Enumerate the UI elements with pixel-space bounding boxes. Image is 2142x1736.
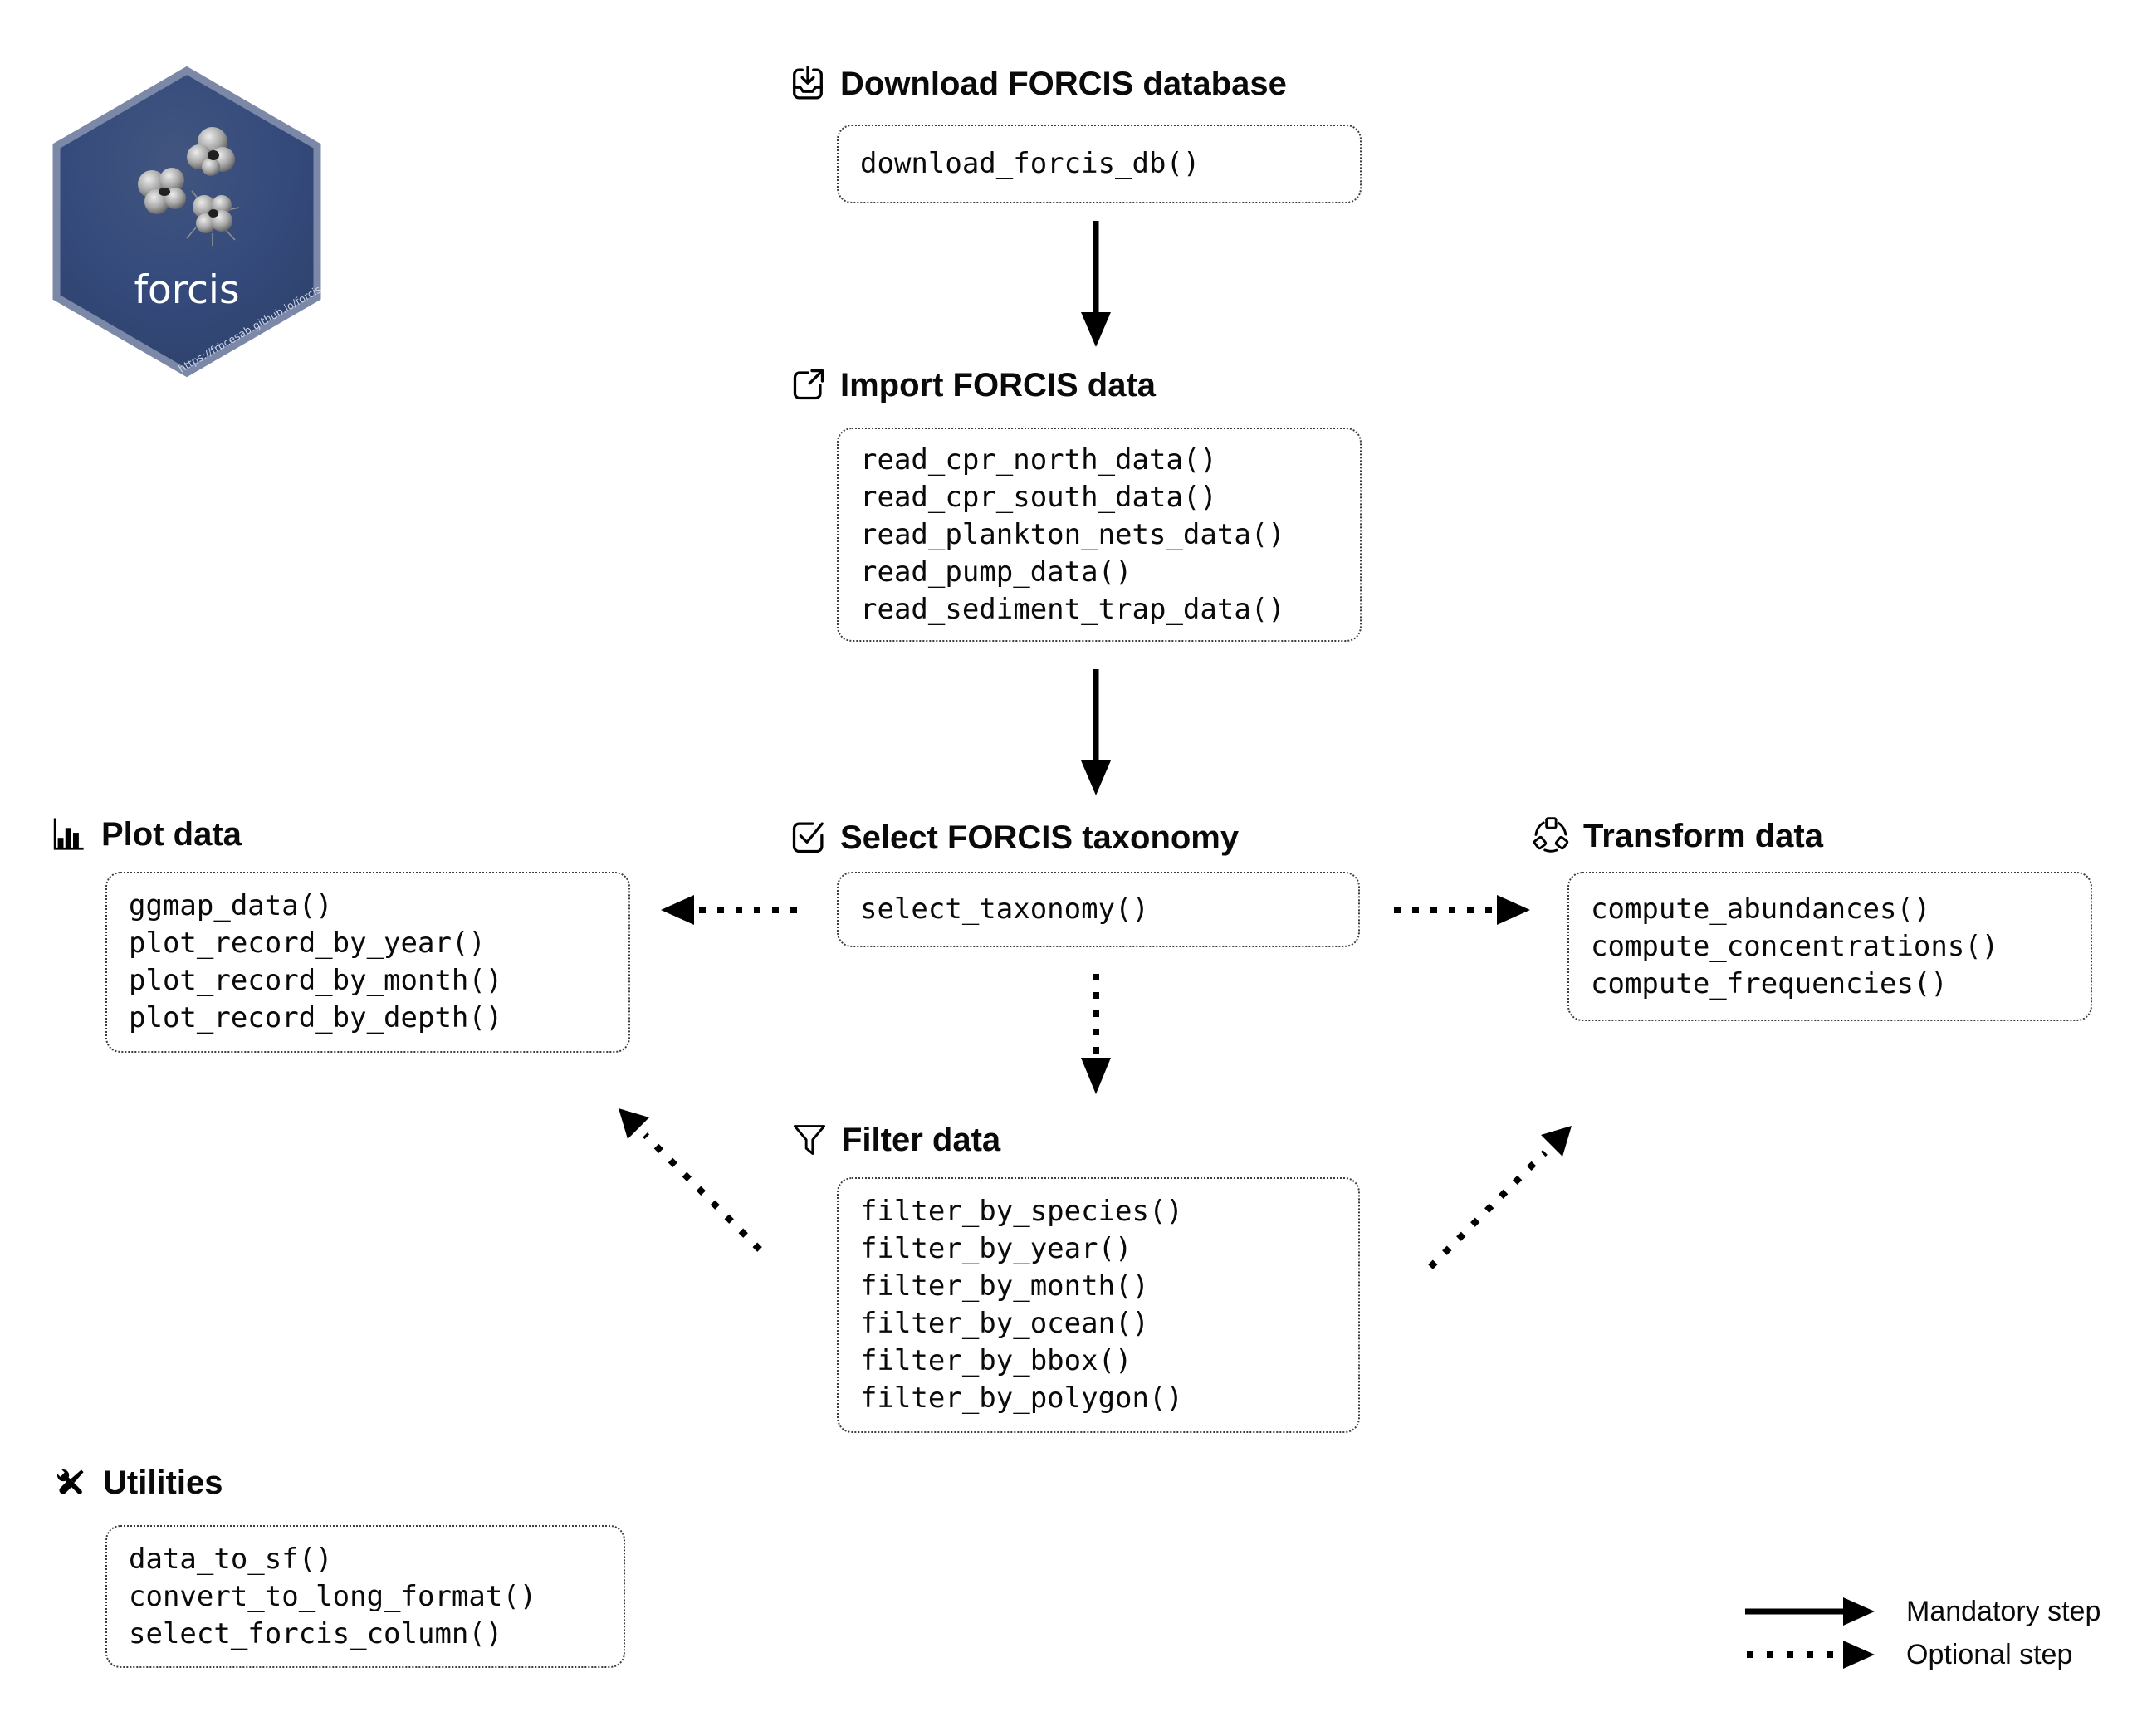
select-function-box: select_taxonomy() <box>837 872 1360 947</box>
import-function-box: read_cpr_north_data() read_cpr_south_dat… <box>837 428 1362 642</box>
legend-optional-label: Optional step <box>1906 1639 2073 1670</box>
optional-arrow-filter-to-plot <box>619 1108 762 1252</box>
function-label: compute_abundances() <box>1591 892 1931 926</box>
function-label: data_to_sf() <box>129 1542 333 1576</box>
function-label: select_taxonomy() <box>860 892 1149 926</box>
utilities-function-box: data_to_sf() convert_to_long_format() se… <box>105 1525 625 1668</box>
utilities-section-header: Utilities <box>51 1464 223 1502</box>
function-label: read_pump_data() <box>860 555 1132 589</box>
filter-function-box: filter_by_species() filter_by_year() fil… <box>837 1177 1360 1433</box>
transform-section-title: Transform data <box>1583 817 1823 854</box>
transform-function-box: compute_abundances() compute_concentrati… <box>1567 872 2092 1021</box>
function-label: read_cpr_north_data() <box>860 443 1217 477</box>
plot-section-header: Plot data <box>50 815 242 853</box>
select-section-header: Select FORCIS taxonomy <box>789 819 1239 857</box>
legend-mandatory-label: Mandatory step <box>1906 1596 2101 1627</box>
funnel-icon <box>793 1125 826 1155</box>
utilities-section-title: Utilities <box>103 1464 223 1501</box>
function-label: download_forcis_db() <box>860 147 1201 180</box>
function-label: read_plankton_nets_data() <box>860 517 1285 551</box>
plot-function-box: ggmap_data() plot_record_by_year() plot_… <box>105 872 630 1053</box>
transform-section-header: Transform data <box>1532 817 1823 855</box>
filter-section-title: Filter data <box>842 1121 1001 1158</box>
tray-download-icon <box>793 66 823 100</box>
foram-image-1 <box>187 127 235 176</box>
transform-icon <box>1533 817 1569 853</box>
foram-image-2 <box>138 168 186 214</box>
mandatory-arrow-download-to-import <box>1081 221 1111 347</box>
function-label: convert_to_long_format() <box>129 1579 537 1613</box>
bar-chart-icon <box>53 818 84 850</box>
function-label: select_forcis_column() <box>129 1616 503 1650</box>
filter-section-header: Filter data <box>790 1121 1000 1159</box>
hexagon-shape <box>52 66 321 378</box>
function-label: filter_by_ocean() <box>860 1307 1149 1340</box>
function-label: filter_by_bbox() <box>860 1344 1132 1377</box>
plot-section-title: Plot data <box>101 815 242 853</box>
optional-arrow-select-to-filter <box>1081 974 1111 1094</box>
function-label: filter_by_polygon() <box>860 1381 1183 1415</box>
function-label: plot_record_by_depth() <box>129 1001 503 1034</box>
function-label: filter_by_month() <box>860 1269 1149 1303</box>
download-function-box: download_forcis_db() <box>837 125 1362 203</box>
function-label: read_sediment_trap_data() <box>860 592 1285 626</box>
legend-optional-arrow <box>1747 1641 1875 1669</box>
download-section-title: Download FORCIS database <box>840 65 1287 102</box>
forcis-hex-logo: forcis https://frbcesab.github.io/forcis <box>52 66 323 378</box>
legend-mandatory-arrow <box>1745 1597 1875 1626</box>
function-label: compute_frequencies() <box>1591 966 1948 1000</box>
export-icon <box>793 369 824 400</box>
function-label: ggmap_data() <box>129 889 333 922</box>
function-label: filter_by_species() <box>860 1195 1183 1228</box>
mandatory-arrow-import-to-select <box>1081 669 1111 795</box>
import-section-title: Import FORCIS data <box>840 366 1157 403</box>
logo-wordmark: forcis <box>134 267 240 313</box>
function-label: read_cpr_south_data() <box>860 480 1217 514</box>
optional-arrow-select-to-transform <box>1394 895 1530 925</box>
optional-arrow-select-to-plot <box>661 895 797 925</box>
checkbox-icon <box>792 822 824 853</box>
optional-arrow-filter-to-transform <box>1428 1126 1572 1269</box>
function-label: compute_concentrations() <box>1591 929 1999 963</box>
tools-icon <box>55 1467 84 1494</box>
select-section-title: Select FORCIS taxonomy <box>840 819 1240 856</box>
function-label: plot_record_by_month() <box>129 964 503 997</box>
import-section-header: Import FORCIS data <box>789 366 1156 404</box>
foram-image-3 <box>186 190 240 246</box>
function-label: filter_by_year() <box>860 1232 1132 1265</box>
function-label: plot_record_by_year() <box>129 927 486 960</box>
download-section-header: Download FORCIS database <box>789 65 1287 103</box>
